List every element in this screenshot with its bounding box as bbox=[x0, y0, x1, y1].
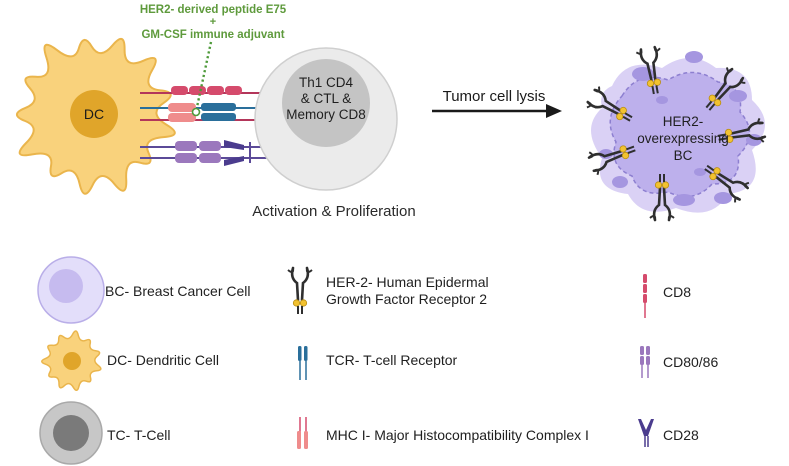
tcell-label-2: & CTL & bbox=[301, 91, 352, 106]
legend-dc-icon bbox=[41, 330, 102, 392]
lysis-arrow bbox=[432, 104, 562, 118]
legend-cd8-icon bbox=[643, 274, 647, 318]
arrow-label: Tumor cell lysis bbox=[443, 88, 546, 105]
tcell-label-3: Memory CD8 bbox=[286, 107, 366, 122]
tcell-label-1: Th1 CD4 bbox=[299, 75, 354, 90]
legend-her2-label-2: Growth Factor Receptor 2 bbox=[326, 291, 487, 307]
legend-her2-label-1: HER-2- Human Epidermal bbox=[326, 274, 489, 290]
legend-dc-label: DC- Dendritic Cell bbox=[107, 352, 219, 368]
legend-bc-label: BC- Breast Cancer Cell bbox=[105, 283, 251, 299]
peptide-pointer bbox=[195, 41, 213, 108]
legend-her2-icon bbox=[286, 266, 314, 316]
legend-tc-label: TC- T-Cell bbox=[107, 427, 171, 443]
legend-cd28-icon bbox=[638, 419, 654, 447]
t-cell-icon bbox=[254, 47, 398, 191]
dendritic-cell-icon bbox=[15, 37, 176, 195]
activation-label: Activation & Proliferation bbox=[252, 203, 415, 220]
peptide-label: HER2- derived peptide E75 bbox=[140, 4, 287, 16]
mhc-tcr-complex bbox=[140, 103, 265, 122]
legend: BC- Breast Cancer Cell DC- Dendritic Cel… bbox=[37, 256, 718, 465]
legend-tcr-label: TCR- T-cell Receptor bbox=[326, 352, 458, 368]
legend-tcr-icon bbox=[298, 346, 308, 380]
legend-mhc-label: MHC I- Major Histocompatibility Complex … bbox=[326, 427, 589, 443]
bc-label-1: HER2- bbox=[663, 114, 704, 129]
legend-cd8-label: CD8 bbox=[663, 284, 691, 300]
breast-cancer-cell-icon bbox=[583, 44, 768, 222]
dc-label: DC bbox=[84, 106, 104, 122]
peptide-plus: + bbox=[210, 16, 216, 28]
immune-synapse bbox=[140, 86, 268, 166]
legend-cd28-label: CD28 bbox=[663, 427, 699, 443]
bc-label-2: overexpressing bbox=[637, 131, 729, 146]
adjuvant-label: GM-CSF immune adjuvant bbox=[141, 29, 284, 41]
cd8-molecule bbox=[140, 86, 268, 95]
legend-tc-icon bbox=[39, 401, 103, 465]
legend-cd80-icon bbox=[640, 346, 650, 378]
cd80-cd28-complex bbox=[140, 140, 268, 166]
legend-mhc-icon bbox=[297, 417, 308, 449]
legend-bc-icon bbox=[37, 256, 105, 324]
legend-cd80-label: CD80/86 bbox=[663, 354, 718, 370]
bc-label-3: BC bbox=[674, 148, 693, 163]
